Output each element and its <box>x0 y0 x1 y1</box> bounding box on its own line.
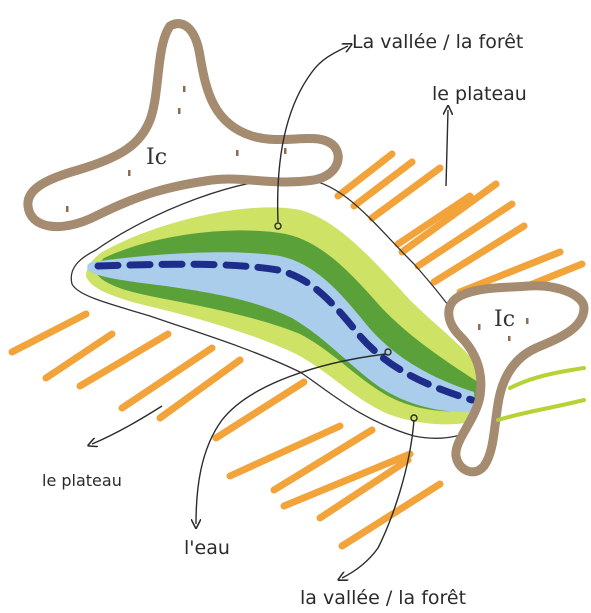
ic-right-label: Ic <box>494 307 515 332</box>
leader-plateau-left <box>92 406 162 444</box>
label-vallee-foret-top: La vallée / la forêt <box>352 31 523 53</box>
label-plateau-left: le plateau <box>42 471 122 490</box>
leader-plateau-top <box>446 110 448 186</box>
label-plateau-top: le plateau <box>432 83 527 105</box>
ic-left-label: Ic <box>146 145 167 170</box>
label-vallee-foret-bottom: la vallée / la forêt <box>300 587 466 609</box>
label-eau: l'eau <box>184 537 230 559</box>
ic-shape-left <box>28 24 338 227</box>
